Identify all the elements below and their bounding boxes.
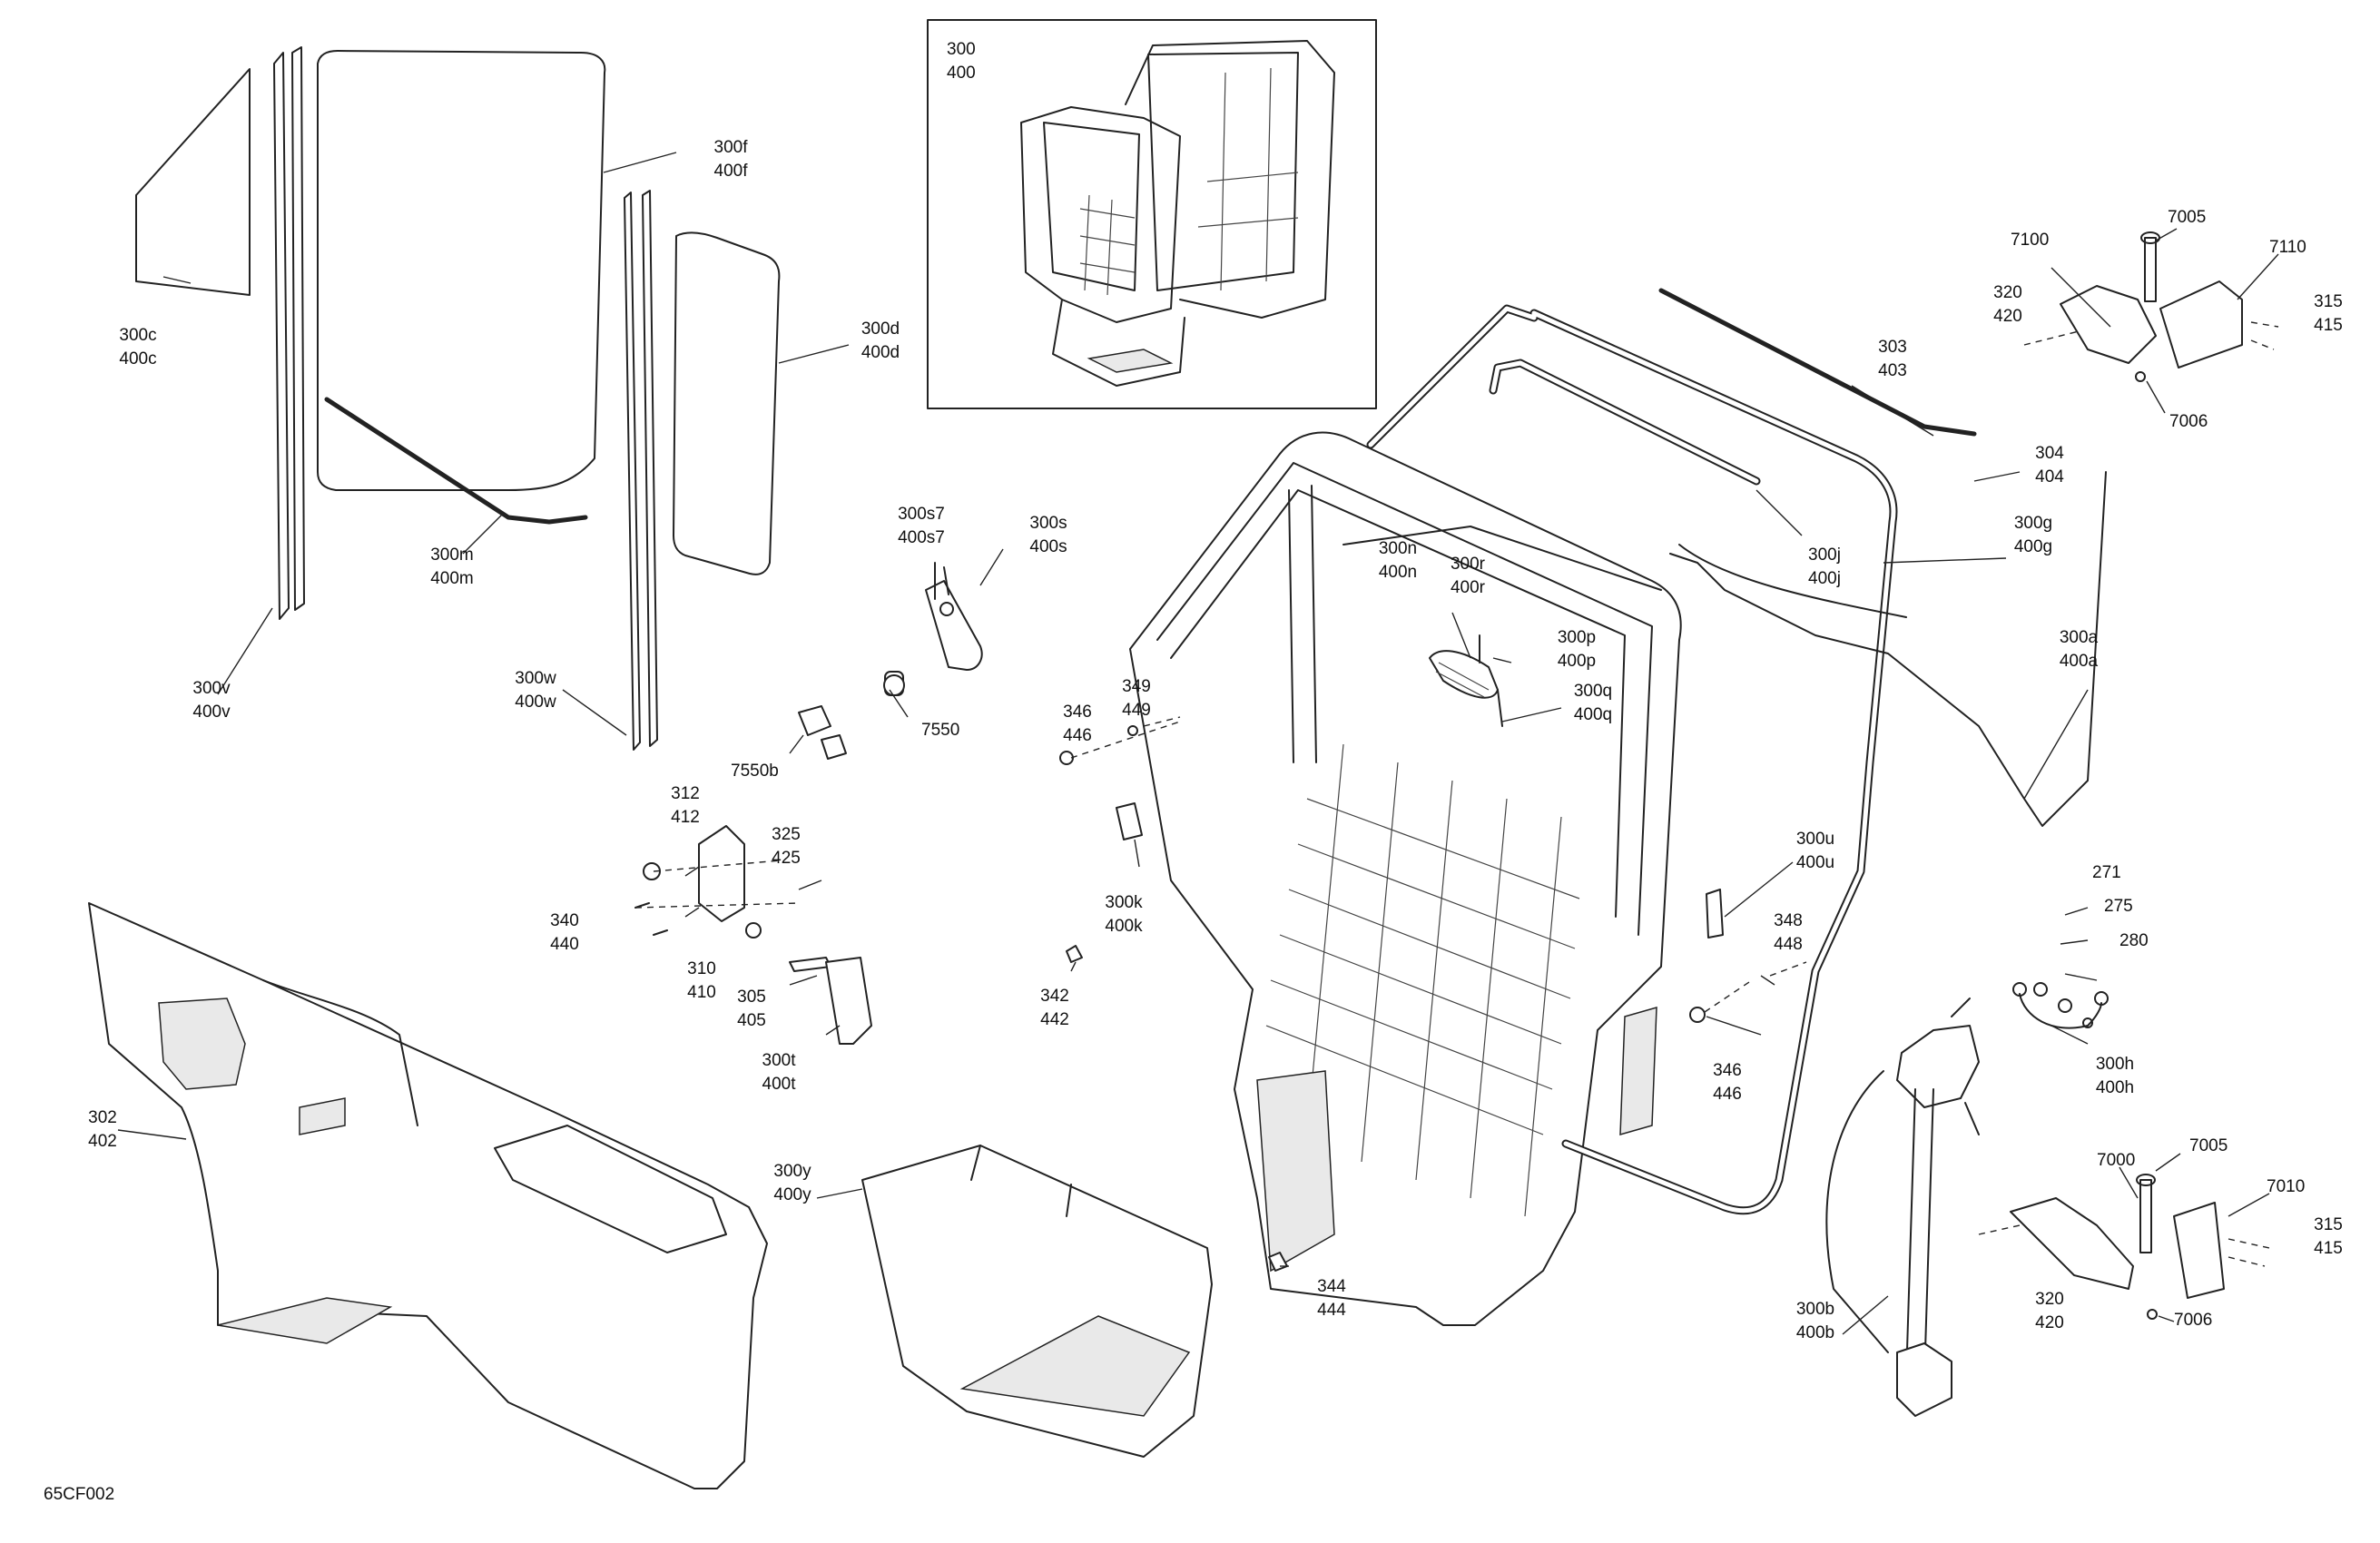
callout-7000: 7000	[2097, 1151, 2135, 1170]
latch-and-lock-parts	[798, 562, 983, 760]
callout-7005a: 7005	[2168, 208, 2206, 227]
callout-7006a: 7006	[2169, 412, 2208, 431]
inner-door-hardware	[1059, 634, 1807, 1272]
storage-pocket	[861, 1145, 1213, 1458]
inner-door-panel	[88, 902, 768, 1489]
inset-cab-frame	[927, 19, 1377, 409]
door-seals	[1342, 288, 2107, 1215]
callout-7005b: 7005	[2189, 1136, 2228, 1155]
window-regulator	[1825, 998, 1980, 1417]
callout-271: 271	[2092, 863, 2121, 882]
upper-hinge	[2023, 231, 2279, 382]
callout-7010: 7010	[2267, 1177, 2305, 1196]
ground-strap	[2012, 982, 2109, 1029]
callout-280: 280	[2119, 931, 2149, 950]
callout-7550: 7550	[921, 721, 959, 740]
callout-7006b: 7006	[2174, 1311, 2212, 1330]
door-frame	[1129, 431, 1682, 1326]
figure-code: 65CF002	[44, 1485, 114, 1504]
striker-parts	[634, 825, 872, 1045]
door-glass-assembly	[135, 46, 781, 751]
callout-7550b: 7550b	[731, 762, 779, 781]
callout-275: 275	[2104, 897, 2133, 916]
callout-7100: 7100	[2011, 231, 2049, 250]
callout-7110: 7110	[2269, 238, 2306, 257]
lower-hinge	[1978, 1174, 2270, 1320]
callout-leaders	[117, 152, 2279, 1335]
